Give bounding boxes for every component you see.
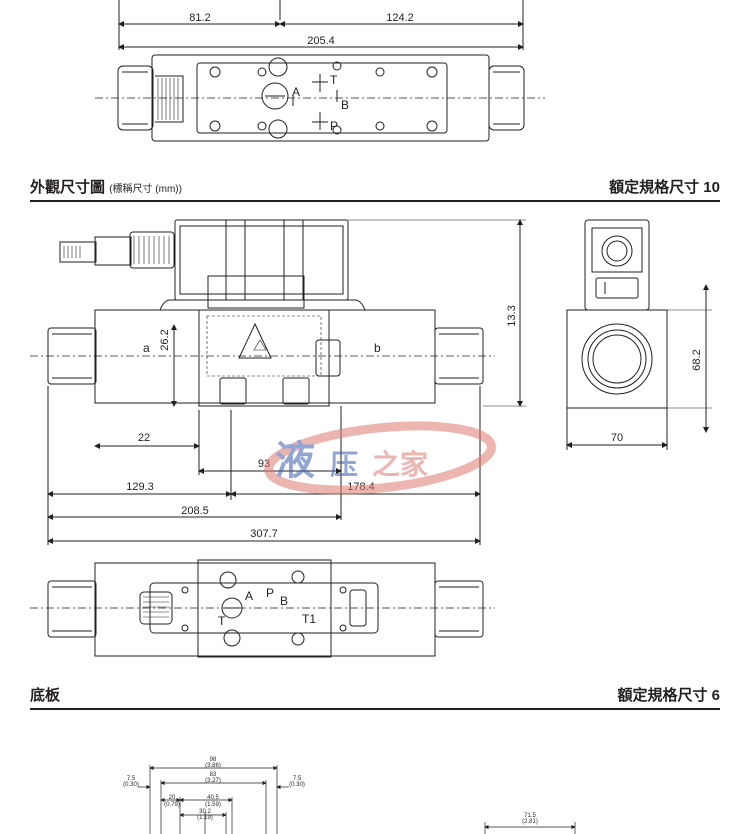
section-title-text: 外觀尺寸圖	[30, 179, 106, 196]
subplate-dim-20: 20 (0.79)	[164, 795, 180, 808]
port-label-p: P	[266, 586, 274, 600]
bottom-view	[30, 559, 495, 658]
subplate-dim-71-5: 71.5 (2.81)	[522, 813, 538, 825]
side-view	[566, 219, 712, 450]
dim-81-2: 81.2	[189, 12, 210, 24]
dim-value: 71.5	[524, 813, 536, 819]
section-spec: 額定規格尺寸 10	[609, 179, 720, 196]
main-front-view	[30, 219, 526, 545]
section-title: 外觀尺寸圖 (標稱尺寸 (mm))	[30, 176, 182, 197]
subplate-dim-7-5-right: 7.5 (0.30)	[289, 776, 305, 788]
subplate-dim-40-5: 40.5 (1.59)	[205, 795, 221, 808]
port-label-p: P	[330, 119, 338, 133]
dim-value: 30.2	[199, 809, 211, 815]
dim-22: 22	[138, 432, 150, 444]
dim-value: 40.5	[207, 795, 219, 801]
coil-label-a: a	[143, 341, 150, 355]
dim-26-2: 26.2	[159, 329, 171, 350]
subplate-drawing	[138, 765, 576, 834]
port-label-a: A	[245, 589, 253, 603]
dim-value: 7.5	[127, 776, 136, 782]
port-label-t: T	[330, 73, 338, 87]
dim-alt: (2.81)	[522, 819, 538, 825]
dim-124-2: 124.2	[386, 12, 414, 24]
port-label-t1: T1	[302, 612, 316, 626]
watermark-char-2: 压	[330, 448, 358, 481]
dim-value: 98	[210, 757, 217, 763]
top-view	[95, 0, 545, 142]
section-title-sub: (標稱尺寸 (mm))	[109, 184, 182, 195]
dim-alt: (0.30)	[289, 782, 305, 788]
dim-value: 7.5	[293, 776, 302, 782]
subplate-dim-83: 83 (3.27)	[205, 772, 221, 784]
section-header-subplate: 底板 額定規格尺寸 6	[30, 686, 720, 710]
dim-68-2: 68.2	[691, 349, 703, 370]
dim-alt: (3.86)	[205, 763, 221, 769]
dim-alt: (3.27)	[205, 778, 221, 784]
subplate-dim-30-2: 30.2 (1.19)	[197, 809, 213, 821]
dim-307-7: 307.7	[250, 528, 278, 540]
watermark-rest: 之家	[372, 448, 428, 481]
port-label-b: B	[341, 98, 349, 112]
dim-129-3: 129.3	[126, 481, 154, 493]
dim-13-3: 13.3	[506, 305, 518, 326]
dim-alt: (0.30)	[123, 782, 139, 788]
watermark-logo: 液 压 之家	[264, 421, 496, 495]
dim-70: 70	[611, 432, 623, 444]
section-spec: 額定規格尺寸 6	[617, 687, 720, 704]
dim-alt: (0.79)	[164, 802, 180, 808]
dim-alt: (1.59)	[205, 802, 221, 808]
port-label-a: A	[292, 85, 300, 99]
watermark-char-1: 液	[275, 437, 315, 484]
dim-value: 20	[169, 795, 176, 801]
section-header-dimensions: 外觀尺寸圖 (標稱尺寸 (mm)) 額定規格尺寸 10	[30, 178, 720, 202]
port-label-b: B	[280, 594, 288, 608]
subplate-dim-7-5-left: 7.5 (0.30)	[123, 776, 139, 788]
subplate-dim-98: 98 (3.86)	[205, 757, 221, 769]
dim-alt: (1.19)	[197, 815, 213, 821]
dim-208-5: 208.5	[181, 505, 209, 517]
coil-label-b: b	[374, 341, 381, 355]
dim-205-4: 205.4	[307, 35, 335, 47]
port-label-t: T	[218, 614, 226, 628]
dim-value: 83	[210, 772, 217, 778]
section-title: 底板	[30, 687, 61, 704]
